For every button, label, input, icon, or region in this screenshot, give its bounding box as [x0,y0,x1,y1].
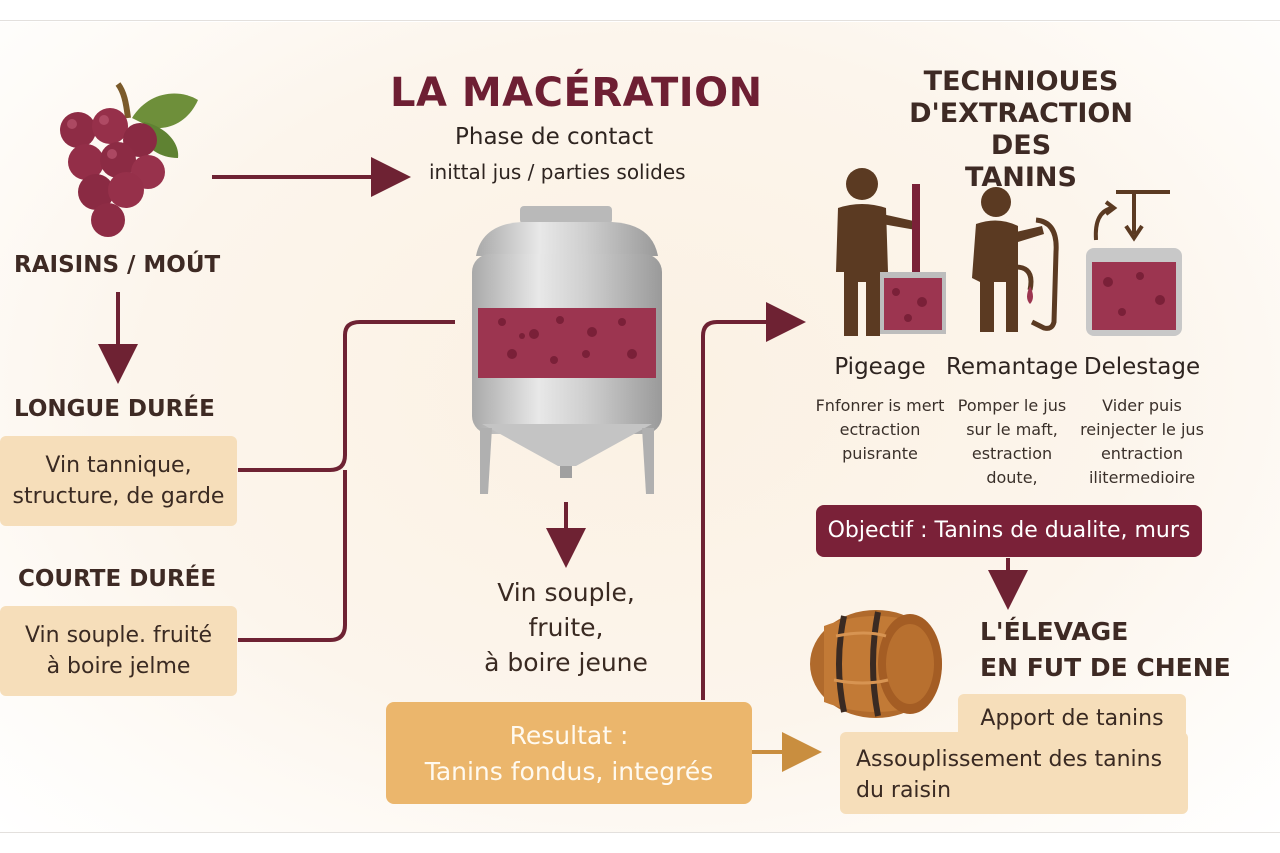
longue-line-2: structure, de garde [12,484,225,509]
fermentation-tank-icon [472,206,662,494]
tank-result: Vin souple, fruite, à boire jeune [466,575,666,680]
remontage-desc-3: estraction [971,444,1053,463]
subtitle: Phase de contact [455,124,654,150]
remontage-desc-1: Pomper le jus [957,396,1067,415]
technique-label-pigeage: Pigeage [834,354,926,380]
arrow-to-techniques [701,302,806,700]
tank-result-line-3: à boire jeune [484,648,648,677]
tank-result-line-1: Vin souple, [497,578,635,607]
subtitle-2: inittal jus / parties solides [429,160,686,184]
tank-result-line-2: fruite, [528,613,604,642]
bracket-connector [238,320,455,642]
techniques-title: TECHNIOUES D'EXTRACTION DES TANINS [886,66,1156,194]
bottom-divider [0,832,1280,833]
technique-desc-delestage: Vider puis reinjecter le jus entraction … [1067,394,1217,490]
delestage-desc-1: Vider puis [1102,396,1182,415]
elevage-title-line-1: L'ÉLEVAGE [980,617,1129,646]
technique-desc-remontage: Pomper le jus sur le maft, estraction do… [937,394,1087,490]
remontage-desc-2: sur le maft, [966,420,1058,439]
objectif-pill: Objectif : Tanins de dualite, murs [816,505,1202,557]
courte-line-2: à boire jelme [46,654,191,679]
assouplissement-line-2: du raisin [856,778,952,803]
delestage-desc-4: ilitermedioire [1088,468,1196,487]
pigeage-desc-2: ectraction [839,420,921,439]
longue-duree-box: Vin tannique, structure, de garde [0,436,237,526]
raisins-label: RAISINS / MOÚT [14,252,221,278]
top-divider [0,20,1280,21]
assouplissement-line-1: Assouplissement des tanins [856,747,1163,772]
remontage-desc-4: doute, [986,468,1038,487]
barrel-icon [810,610,942,718]
delestage-desc-3: entraction [1100,444,1184,463]
elevage-title: L'ÉLEVAGE EN FUT DE CHENE [980,614,1231,686]
courte-duree-box: Vin souple. fruité à boire jelme [0,606,237,696]
resultat-line-1: Resultat : [509,721,629,750]
delestage-desc-2: reinjecter le jus [1080,420,1204,439]
delestage-icon [1086,190,1182,336]
remontage-icon [972,187,1059,332]
technique-desc-pigeage: Fnfonrer is mert ectraction puisrante [805,394,955,466]
pigeage-desc-1: Fnfonrer is mert [815,396,945,415]
techniques-title-line-3: TANINS [965,162,1077,193]
elevage-title-line-2: EN FUT DE CHENE [980,653,1231,682]
longue-duree-label: LONGUE DURÉE [14,396,215,422]
grapes-icon [60,82,198,237]
page-title: LA MACÉRATION [390,70,763,116]
techniques-title-line-1: TECHNIOUES [923,66,1119,97]
technique-label-remontage: Remantage [945,354,1079,380]
pigeage-desc-3: puisrante [842,444,918,463]
resultat-line-2: Tanins fondus, integrés [424,757,714,786]
courte-line-1: Vin souple. fruité [24,623,213,648]
longue-line-1: Vin tannique, [45,453,192,478]
resultat-box: Resultat : Tanins fondus, integrés [386,702,752,804]
pigeage-icon [836,168,946,336]
technique-label-delestage: Delestage [1083,354,1201,380]
assouplissement-box: Assouplissement des tanins du raisin [840,732,1188,814]
courte-duree-label: COURTE DURÉE [18,566,217,592]
techniques-title-line-2: D'EXTRACTION DES [909,98,1133,161]
